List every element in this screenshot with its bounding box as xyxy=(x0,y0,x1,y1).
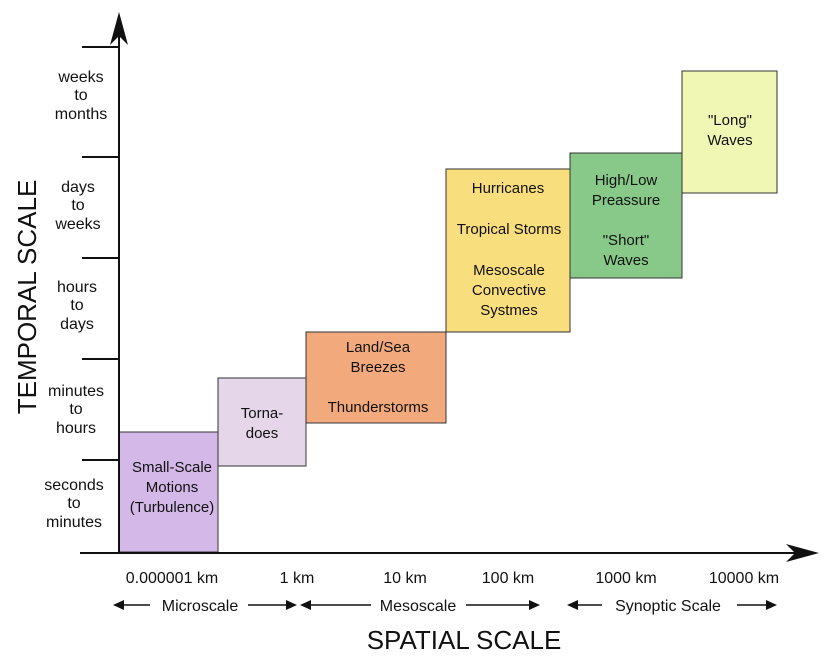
box-text-line: Convective xyxy=(472,282,546,299)
box-text-line: Land/Sea xyxy=(346,339,411,356)
range-label: Mesoscale xyxy=(380,598,457,615)
x-tick-label: 0.000001 km xyxy=(126,570,219,587)
range-mesoscale: Mesoscale xyxy=(300,598,540,615)
y-level-line: months xyxy=(55,106,107,123)
box-text-line: Systmes xyxy=(480,302,538,319)
y-level-line: weeks xyxy=(54,216,100,233)
box-text-line: Mesoscale xyxy=(473,262,545,279)
y-level-line: minutes xyxy=(48,383,104,400)
box-text-line: Hurricanes xyxy=(472,180,545,197)
y-axis-title: TEMPORAL SCALE xyxy=(12,180,42,415)
box-tornadoes-text: Torna- does xyxy=(241,405,284,442)
y-level-hours-days: hours to days xyxy=(57,279,97,333)
y-level-seconds-minutes: seconds to minutes xyxy=(44,477,104,531)
y-level-line: seconds xyxy=(44,477,104,494)
box-text-line: "Short" xyxy=(603,232,650,249)
range-arrowhead xyxy=(113,600,124,610)
box-hurricanes xyxy=(445,168,571,333)
y-level-line: days xyxy=(60,316,94,333)
y-level-line: hours xyxy=(56,420,96,437)
box-long-waves xyxy=(681,70,778,194)
range-label: Microscale xyxy=(162,598,239,615)
box-text-line: Small-Scale xyxy=(132,459,212,476)
box-high-low-text: High/Low Preassure "Short" Waves xyxy=(592,172,660,269)
box-high-low-pressure xyxy=(569,152,683,279)
box-hurricanes-text: Hurricanes Tropical Storms Mesoscale Con… xyxy=(457,180,561,319)
box-text-line: Tropical Storms xyxy=(457,221,561,238)
range-arrowhead xyxy=(529,600,540,610)
y-level-days-weeks: days to weeks xyxy=(54,179,100,233)
y-level-line: weeks xyxy=(57,69,103,86)
box-text-line: High/Low xyxy=(595,172,658,189)
y-level-weeks-months: weeks to months xyxy=(55,69,107,123)
box-text-line: "Long" xyxy=(708,112,752,129)
x-axis-title: SPATIAL SCALE xyxy=(367,625,562,655)
y-level-line: to xyxy=(70,297,83,314)
box-text-line: Thunderstorms xyxy=(328,399,429,416)
x-tick-label: 10 km xyxy=(383,570,427,587)
y-level-line: to xyxy=(74,87,87,104)
range-label: Synoptic Scale xyxy=(615,598,721,615)
x-tick-label: 1 km xyxy=(280,570,315,587)
y-level-line: hours xyxy=(57,279,97,296)
box-long-waves-text: "Long" Waves xyxy=(707,112,752,149)
box-text-line: Preassure xyxy=(592,192,660,209)
y-level-line: to xyxy=(69,401,82,418)
box-small-scale-motions xyxy=(118,431,219,553)
x-axis-arrowhead xyxy=(786,544,819,562)
y-level-line: days xyxy=(61,179,95,196)
y-level-line: to xyxy=(71,197,84,214)
box-text-line: (Turbulence) xyxy=(130,499,214,516)
box-text-line: Motions xyxy=(146,479,199,496)
range-arrowhead xyxy=(567,600,578,610)
box-land-sea-text: Land/Sea Breezes Thunderstorms xyxy=(328,339,429,416)
x-tick-label: 100 km xyxy=(482,570,534,587)
y-level-minutes-hours: minutes to hours xyxy=(48,383,104,437)
y-axis-ticks xyxy=(82,46,119,461)
box-text-line: Waves xyxy=(603,252,648,269)
range-microscale: Microscale xyxy=(113,598,297,615)
y-level-line: to xyxy=(67,495,80,512)
range-arrowhead xyxy=(766,600,777,610)
box-text-line: Waves xyxy=(707,132,752,149)
x-tick-label: 1000 km xyxy=(595,570,656,587)
range-arrowhead xyxy=(300,600,311,610)
box-small-scale-motions-text: Small-Scale Motions (Turbulence) xyxy=(130,459,214,516)
range-synoptic: Synoptic Scale xyxy=(567,598,777,615)
box-text-line: does xyxy=(246,425,279,442)
box-text-line: Torna- xyxy=(241,405,284,422)
x-tick-label: 10000 km xyxy=(709,570,779,587)
y-level-line: minutes xyxy=(46,514,102,531)
box-text-line: Breezes xyxy=(350,359,405,376)
range-arrowhead xyxy=(286,600,297,610)
box-tornadoes xyxy=(217,377,307,467)
y-axis-arrowhead xyxy=(110,12,128,45)
box-land-sea-breezes xyxy=(305,331,447,424)
